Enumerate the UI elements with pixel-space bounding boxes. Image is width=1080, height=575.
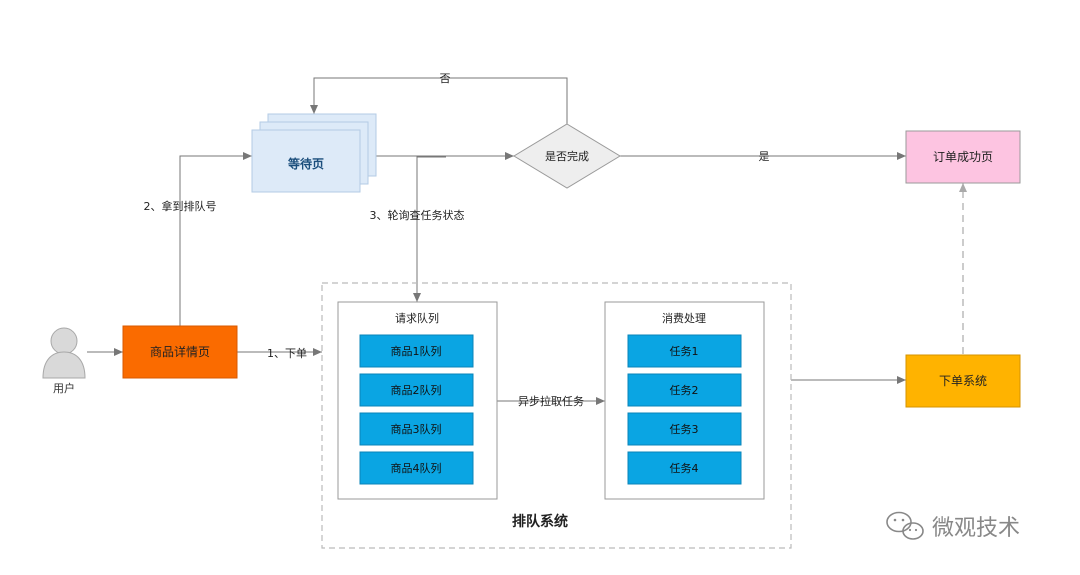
queue-system-title: 排队系统 — [512, 513, 568, 530]
product-detail-label: 商品详情页 — [150, 344, 210, 359]
task-item-label: 任务1 — [670, 345, 699, 358]
order-system-label: 下单系统 — [939, 374, 987, 388]
task-item-label: 任务2 — [670, 384, 699, 397]
task-item-label: 任务3 — [670, 423, 699, 436]
wechat-icon — [886, 511, 924, 540]
order-success-node: 订单成功页 — [905, 130, 1021, 184]
task-item-box — [627, 334, 742, 368]
queue-item-box — [359, 412, 474, 446]
queue-item-box — [359, 334, 474, 368]
order-system-node: 下单系统 — [905, 354, 1021, 408]
decision-label: 是否完成 — [545, 149, 589, 163]
watermark: 微观技术 — [886, 511, 1020, 541]
consumer-title: 消费处理 — [662, 311, 706, 325]
watermark-text: 微观技术 — [932, 516, 1020, 541]
queue-item-label: 商品4队列 — [391, 461, 442, 475]
request-queue-items: 商品1队列 商品2队列 商品3队列 商品4队列 — [359, 334, 474, 485]
label-get-queue-number: 2、拿到排队号 — [144, 199, 217, 213]
queue-item-label: 商品1队列 — [391, 344, 442, 358]
decision-node: 是否完成 — [513, 123, 621, 189]
label-poll-status: 3、轮询查任务状态 — [370, 208, 465, 222]
product-detail-node: 商品详情页 — [122, 325, 238, 379]
request-queue-title: 请求队列 — [395, 311, 439, 325]
label-yes: 是 — [759, 150, 770, 163]
user-label: 用户 — [53, 381, 75, 395]
order-success-label: 订单成功页 — [933, 150, 993, 164]
queue-system: 排队系统 请求队列 商品1队列 商品2队列 商品3队列 商品4队列 消费处理 任… — [321, 282, 792, 549]
label-async-pull: 异步拉取任务 — [518, 394, 584, 408]
queue-item-label: 商品2队列 — [391, 383, 442, 397]
edge-get-queue-number — [179, 152, 252, 326]
consumer-items: 任务1 任务2 任务3 任务4 — [627, 334, 742, 485]
queue-item-label: 商品3队列 — [391, 422, 442, 436]
consumer: 消费处理 任务1 任务2 任务3 任务4 — [604, 301, 765, 500]
waiting-page-node: 等待页 — [251, 113, 377, 193]
task-item-box — [627, 373, 742, 407]
task-item-box — [627, 451, 742, 485]
user-node: 用户 — [42, 327, 86, 395]
edge-no-loop — [310, 77, 568, 124]
request-queue: 请求队列 商品1队列 商品2队列 商品3队列 商品4队列 — [337, 301, 498, 500]
queue-item-box — [359, 373, 474, 407]
label-place-order: 1、下单 — [267, 347, 307, 360]
queue-item-box — [359, 451, 474, 485]
label-no: 否 — [440, 72, 451, 85]
user-icon — [42, 327, 86, 379]
waiting-page-label: 等待页 — [287, 156, 324, 171]
edge-poll-status — [413, 156, 446, 302]
task-item-label: 任务4 — [670, 462, 699, 475]
task-item-box — [627, 412, 742, 446]
